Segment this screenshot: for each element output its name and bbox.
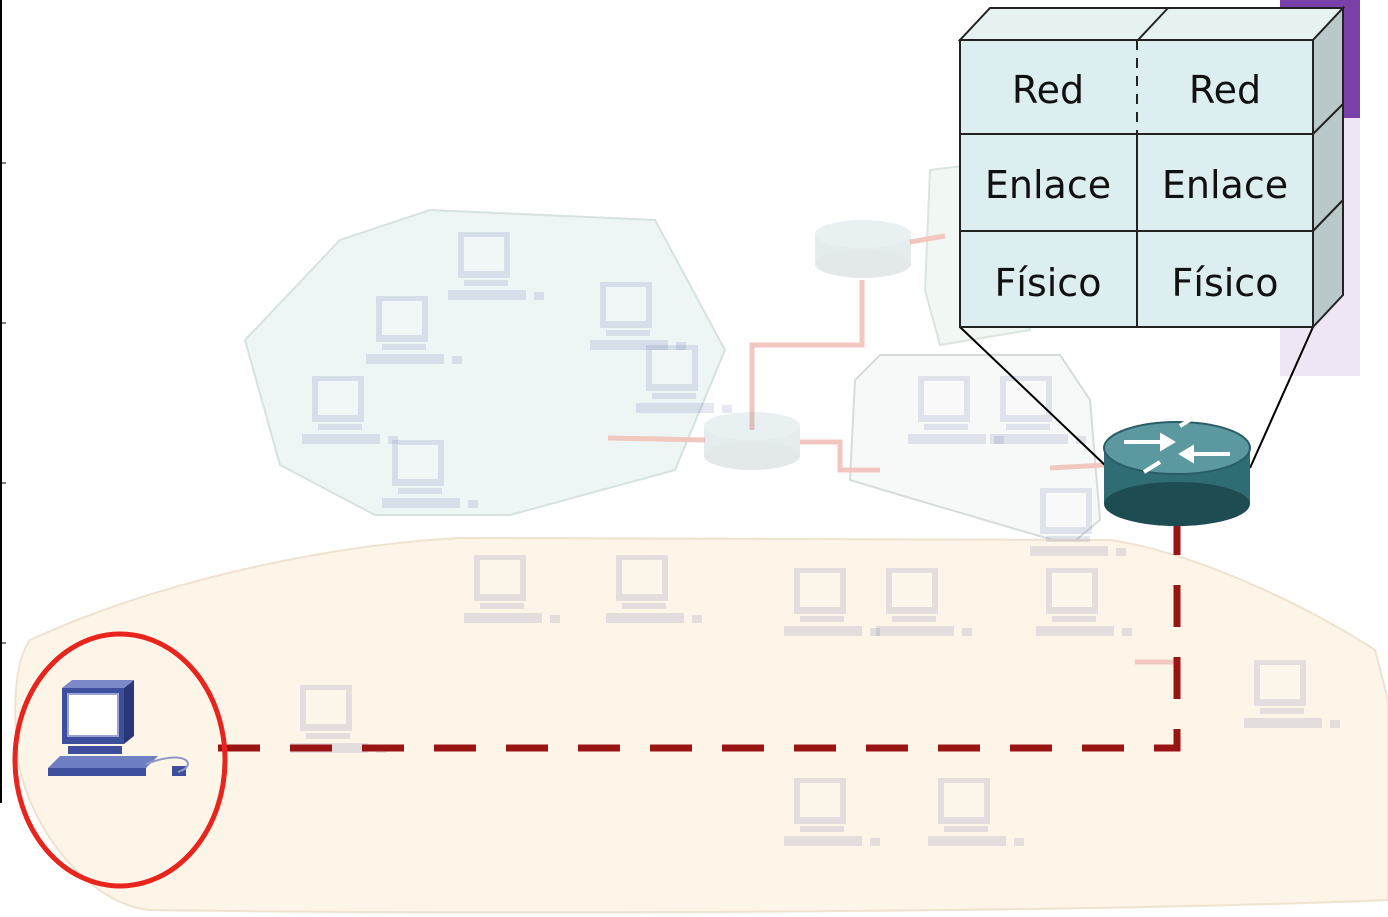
left-network-label: Red (1012, 68, 1084, 112)
highlight-circle (12, 631, 228, 889)
left-link-label: Enlace (985, 163, 1111, 207)
zoom-lines (959, 326, 1314, 469)
faded-links (607, 233, 1175, 665)
protocol-stack: Red Red Enlace Enlace Físico Físico (957, 5, 1346, 330)
dashed-link (218, 515, 1181, 752)
left-physical-label: Físico (995, 261, 1102, 305)
right-link-label: Enlace (1162, 163, 1288, 207)
right-physical-label: Físico (1172, 261, 1279, 305)
router-icon[interactable] (1103, 414, 1251, 526)
right-network-label: Red (1189, 68, 1261, 112)
left-edge-lines (0, 0, 6, 803)
